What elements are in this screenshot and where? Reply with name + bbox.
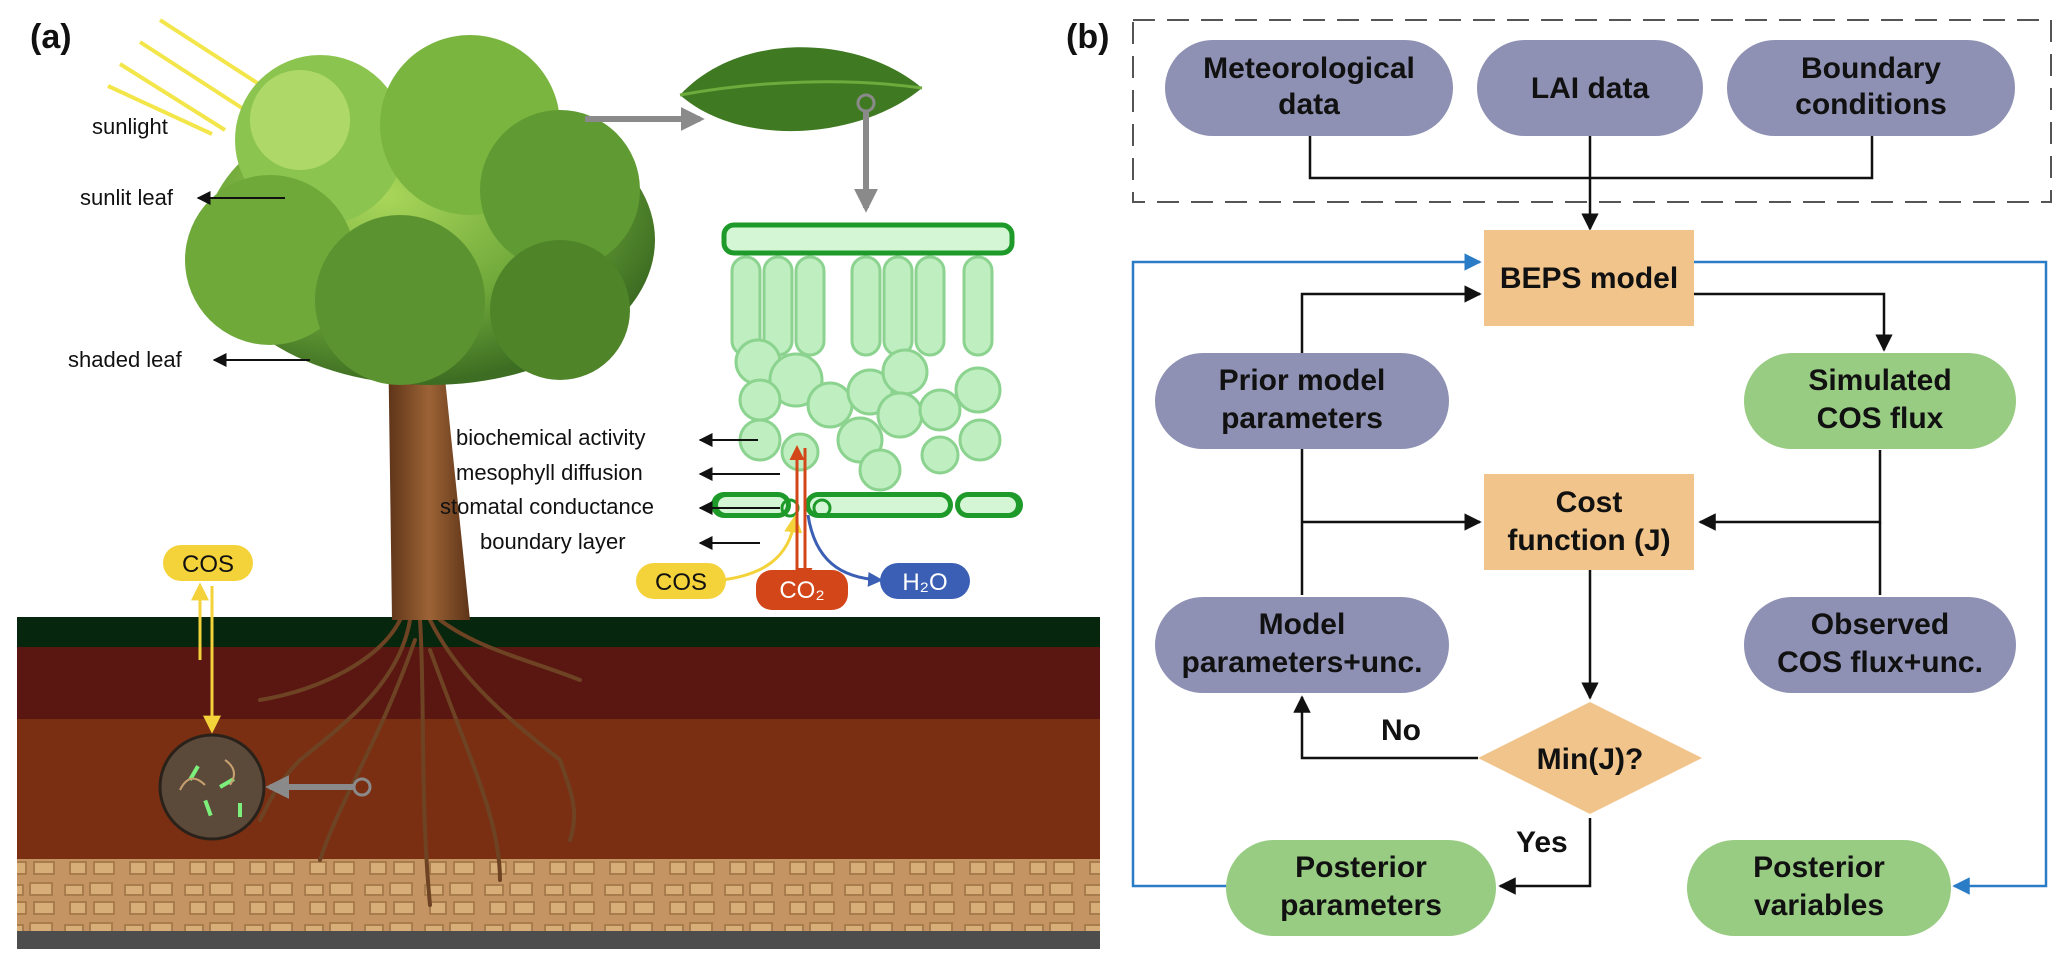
node-observed-cos-flux-unc: Observed COS flux+unc. (1744, 597, 2016, 693)
soil-microbe-zoom (158, 733, 266, 841)
node-model-parameters-unc: Model parameters+unc. (1155, 597, 1449, 693)
edge-label-no: No (1381, 714, 1421, 747)
soil-surface-layer (17, 617, 1100, 647)
mesophyll-diffusion-label: mesophyll diffusion (456, 460, 643, 485)
node-simulated-cos-flux: Simulated COS flux (1744, 353, 2016, 449)
feedback-line-beps-to-posterior-variables (1694, 260, 2048, 895)
svg-text:Observed: Observed (1811, 608, 1949, 641)
svg-text:data: data (1278, 88, 1340, 121)
svg-text:Posterior: Posterior (1753, 851, 1885, 884)
leaf-cross-section (711, 222, 1023, 518)
svg-text:Boundary: Boundary (1801, 52, 1941, 85)
tree-roots (258, 618, 582, 907)
sunlit-leaf-label: sunlit leaf (80, 185, 174, 210)
cos-soil-pill (163, 545, 253, 581)
svg-text:parameters: parameters (1221, 402, 1383, 435)
svg-text:Cost: Cost (1556, 486, 1623, 519)
h2o-label: H₂O (902, 569, 947, 596)
node-beps-model: BEPS model (1484, 230, 1694, 326)
cos-leaf-pill (636, 563, 726, 599)
soil-upper-layer (17, 647, 1100, 719)
svg-text:LAI data: LAI data (1531, 72, 1650, 105)
svg-text:Prior model: Prior model (1219, 364, 1386, 397)
stomatal-conductance-label: stomatal conductance (440, 494, 654, 519)
feedback-line-posterior-to-beps (1131, 253, 1482, 888)
tree-trunk-body (388, 330, 470, 620)
svg-text:function (J): function (J) (1507, 524, 1670, 557)
node-posterior-parameters: Posterior parameters (1226, 840, 1496, 936)
bedrock-layer (17, 931, 1100, 949)
svg-text:variables: variables (1754, 889, 1884, 922)
panel-b: (b) Meteorological data (1066, 18, 2052, 936)
svg-text:parameters+unc.: parameters+unc. (1182, 646, 1423, 679)
tree-canopy (185, 35, 655, 385)
node-posterior-variables: Posterior variables (1687, 840, 1951, 936)
node-min-j-decision: Min(J)? (1478, 702, 1702, 814)
svg-text:COS flux: COS flux (1817, 402, 1944, 435)
svg-text:Simulated: Simulated (1808, 364, 1951, 397)
svg-text:BEPS model: BEPS model (1500, 262, 1678, 295)
panel-a: (a) sunlight (17, 18, 1100, 949)
svg-text:Posterior: Posterior (1295, 851, 1427, 884)
svg-text:Meteorological: Meteorological (1203, 52, 1415, 85)
sunlight-rays (107, 18, 267, 136)
svg-text:Model: Model (1259, 608, 1346, 641)
node-prior-model-parameters: Prior model parameters (1155, 353, 1449, 449)
biochemical-activity-label: biochemical activity (456, 425, 646, 450)
edge-label-yes: Yes (1516, 826, 1568, 859)
h2o-pill (880, 563, 970, 599)
svg-text:conditions: conditions (1795, 88, 1947, 121)
svg-text:parameters: parameters (1280, 889, 1442, 922)
node-lai-data: LAI data (1477, 40, 1703, 136)
cos-leaf-label: COS (655, 569, 707, 596)
node-cost-function: Cost function (J) (1484, 474, 1694, 570)
input-data-group (1132, 19, 2052, 203)
panel-b-label: (b) (1066, 18, 1109, 56)
boundary-layer-label: boundary layer (480, 529, 626, 554)
node-meteorological-data: Meteorological data (1165, 40, 1453, 136)
svg-text:Min(J)?: Min(J)? (1537, 743, 1644, 776)
node-boundary-conditions: Boundary conditions (1727, 40, 2015, 136)
shaded-leaf-label: shaded leaf (68, 347, 183, 372)
cos-soil-label: COS (182, 551, 234, 578)
soil-rock-layer (17, 859, 1100, 931)
sunlight-label: sunlight (92, 114, 168, 139)
svg-text:COS flux+unc.: COS flux+unc. (1777, 646, 1983, 679)
flow-lines (1293, 134, 1893, 895)
co2-pill (756, 570, 848, 610)
panel-a-label: (a) (30, 18, 72, 56)
co2-label: CO₂ (779, 577, 824, 604)
